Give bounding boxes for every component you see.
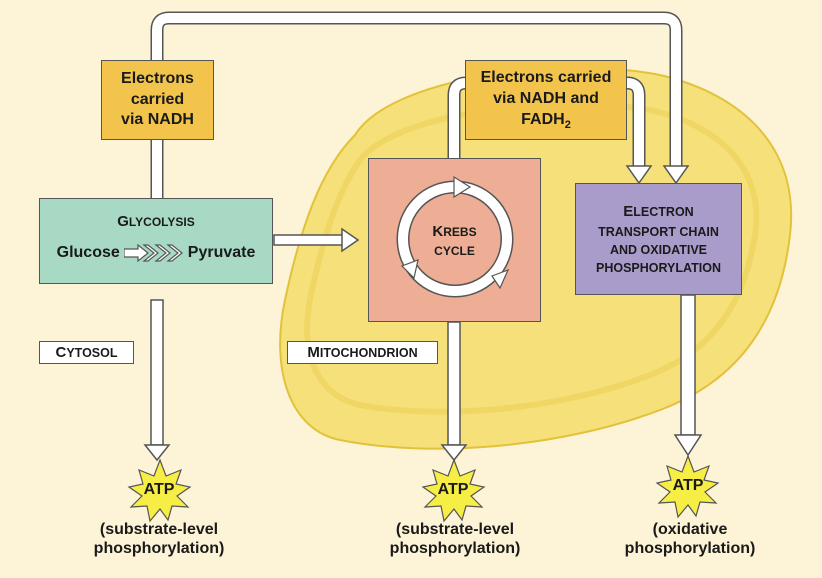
atp-label-right: ATP xyxy=(672,477,704,494)
nadh-right-line-3: FADH2 xyxy=(521,110,571,131)
pyruvate-label: Pyruvate xyxy=(187,244,256,261)
krebs-nadh-arrowhead xyxy=(625,165,653,185)
down-arrow-right xyxy=(673,434,703,457)
atp-caption-left: (substrate-level phosphorylation) xyxy=(93,521,225,558)
cycle-arrow-icon xyxy=(396,175,514,298)
nadh-loop-arrowhead xyxy=(662,165,690,185)
atp-burst-right xyxy=(655,454,720,519)
atp-burst-left xyxy=(127,458,192,523)
atp-burst-middle xyxy=(421,458,486,523)
etc-line-4: PHOSPHORYLATION xyxy=(595,260,721,275)
atp-caption-middle: (substrate-level phosphorylation) xyxy=(389,521,521,558)
nadh-right-line-1: Electrons carried xyxy=(480,68,612,86)
glucose-label: Glucose xyxy=(56,244,120,261)
krebs-cycle-label: KREBS CYCLE xyxy=(432,223,477,258)
nadh-left-line-1: Electrons xyxy=(121,69,194,87)
atp-label-middle: ATP xyxy=(437,481,469,498)
etc-line-2: TRANSPORT CHAIN xyxy=(598,224,719,239)
krebs-cycle-box: KREBS CYCLE xyxy=(368,158,541,322)
down-arrow-middle xyxy=(440,444,468,462)
nadh-left-line-2: carried xyxy=(130,90,185,108)
atp-label-left: ATP xyxy=(143,481,175,498)
nadh-left-line-3: via NADH xyxy=(121,111,194,129)
electrons-nadh-fadh2-box: Electrons carried via NADH and FADH2 xyxy=(465,60,627,140)
glycolysis-box: GLYCOLYSIS Glucose Pyruvate xyxy=(39,198,273,284)
triple-arrow-icon xyxy=(123,243,183,263)
nadh-right-line-2: via NADH and xyxy=(493,89,599,107)
glycolysis-to-krebs-arrow xyxy=(341,227,360,253)
etc-line-3: AND OXIDATIVE xyxy=(610,242,707,257)
electron-transport-chain-box: ELECTRON TRANSPORT CHAIN AND OXIDATIVE P… xyxy=(575,183,742,295)
electrons-nadh-box: Electrons carried via NADH xyxy=(101,60,214,140)
etc-line-1: ELECTRON xyxy=(623,202,694,220)
atp-caption-right: (oxidative phosphorylation) xyxy=(624,521,756,558)
glucose-to-pyruvate-row: Glucose Pyruvate xyxy=(56,243,256,263)
glycolysis-title: GLYCOLYSIS xyxy=(117,213,195,230)
down-arrow-left xyxy=(143,444,171,462)
